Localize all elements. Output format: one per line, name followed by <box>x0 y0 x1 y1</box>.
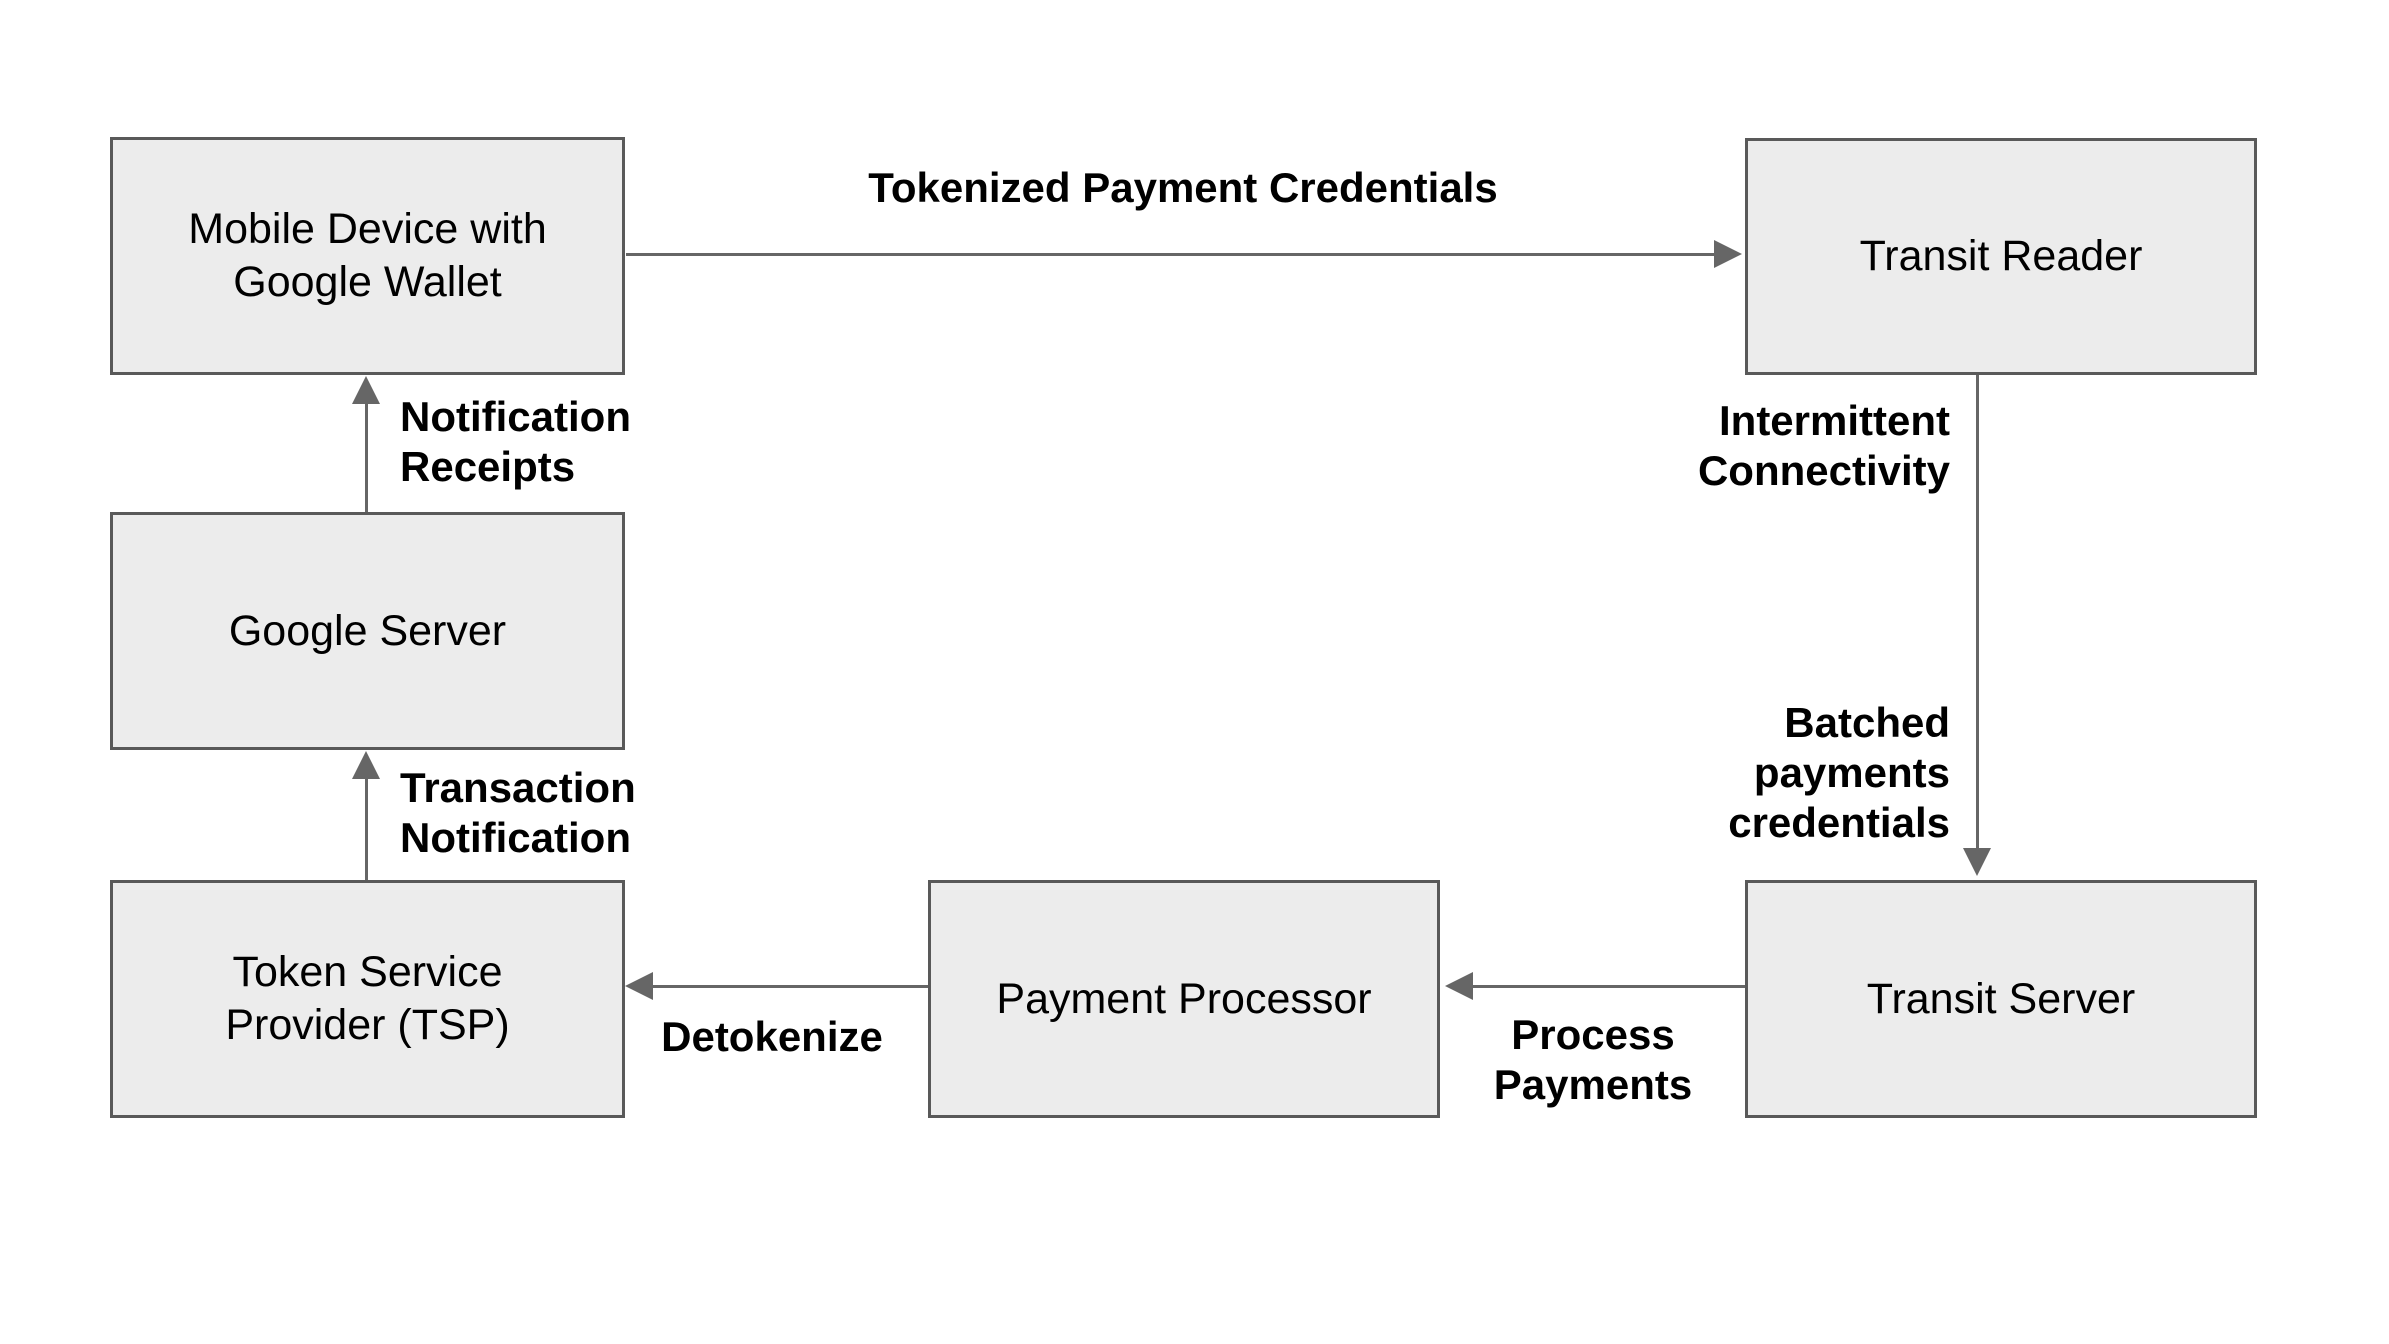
node-transit-reader: Transit Reader <box>1745 138 2257 375</box>
edge-process-payments-line <box>1473 985 1745 988</box>
edge-label-batched-payments-credentials: Batched payments credentials <box>1728 699 1950 846</box>
edge-label-notification-receipts: Notification Receipts <box>400 393 631 490</box>
arrowhead-up-icon <box>352 751 380 779</box>
node-mobile-device-label: Mobile Device with Google Wallet <box>188 205 547 306</box>
edge-tokenized-line <box>626 253 1714 256</box>
node-mobile-device: Mobile Device with Google Wallet <box>110 137 625 375</box>
edge-label-tokenized-payment-credentials: Tokenized Payment Credentials <box>868 164 1498 211</box>
edge-batched-line <box>1976 375 1979 848</box>
edge-detokenize-line <box>653 985 928 988</box>
edge-label-intermittent-connectivity: Intermittent Connectivity <box>1697 397 1950 494</box>
edge-label-transaction-notification: Transaction Notification <box>400 764 636 861</box>
node-payment-processor: Payment Processor <box>928 880 1440 1118</box>
edge-label-process-payments: Process Payments <box>1493 1011 1693 1108</box>
node-transit-server-label: Transit Server <box>1866 974 2136 1023</box>
edge-notification-receipts-line <box>365 401 368 512</box>
node-payment-processor-label: Payment Processor <box>996 974 1372 1023</box>
node-transit-server: Transit Server <box>1745 880 2257 1118</box>
arrowhead-left-icon <box>625 972 653 1000</box>
node-transit-reader-label: Transit Reader <box>1859 232 2143 280</box>
edge-label-detokenize: Detokenize <box>661 1013 883 1060</box>
node-token-service-provider: Token Service Provider (TSP) <box>110 880 625 1118</box>
arrowhead-up-icon <box>352 376 380 404</box>
arrowhead-left-icon <box>1445 972 1473 1000</box>
arrowhead-right-icon <box>1714 240 1742 268</box>
node-google-server-label: Google Server <box>228 606 507 655</box>
arrowhead-down-icon <box>1963 848 1991 876</box>
edge-transaction-notification-line <box>365 776 368 880</box>
node-google-server: Google Server <box>110 512 625 750</box>
node-token-service-provider-label: Token Service Provider (TSP) <box>225 948 510 1049</box>
